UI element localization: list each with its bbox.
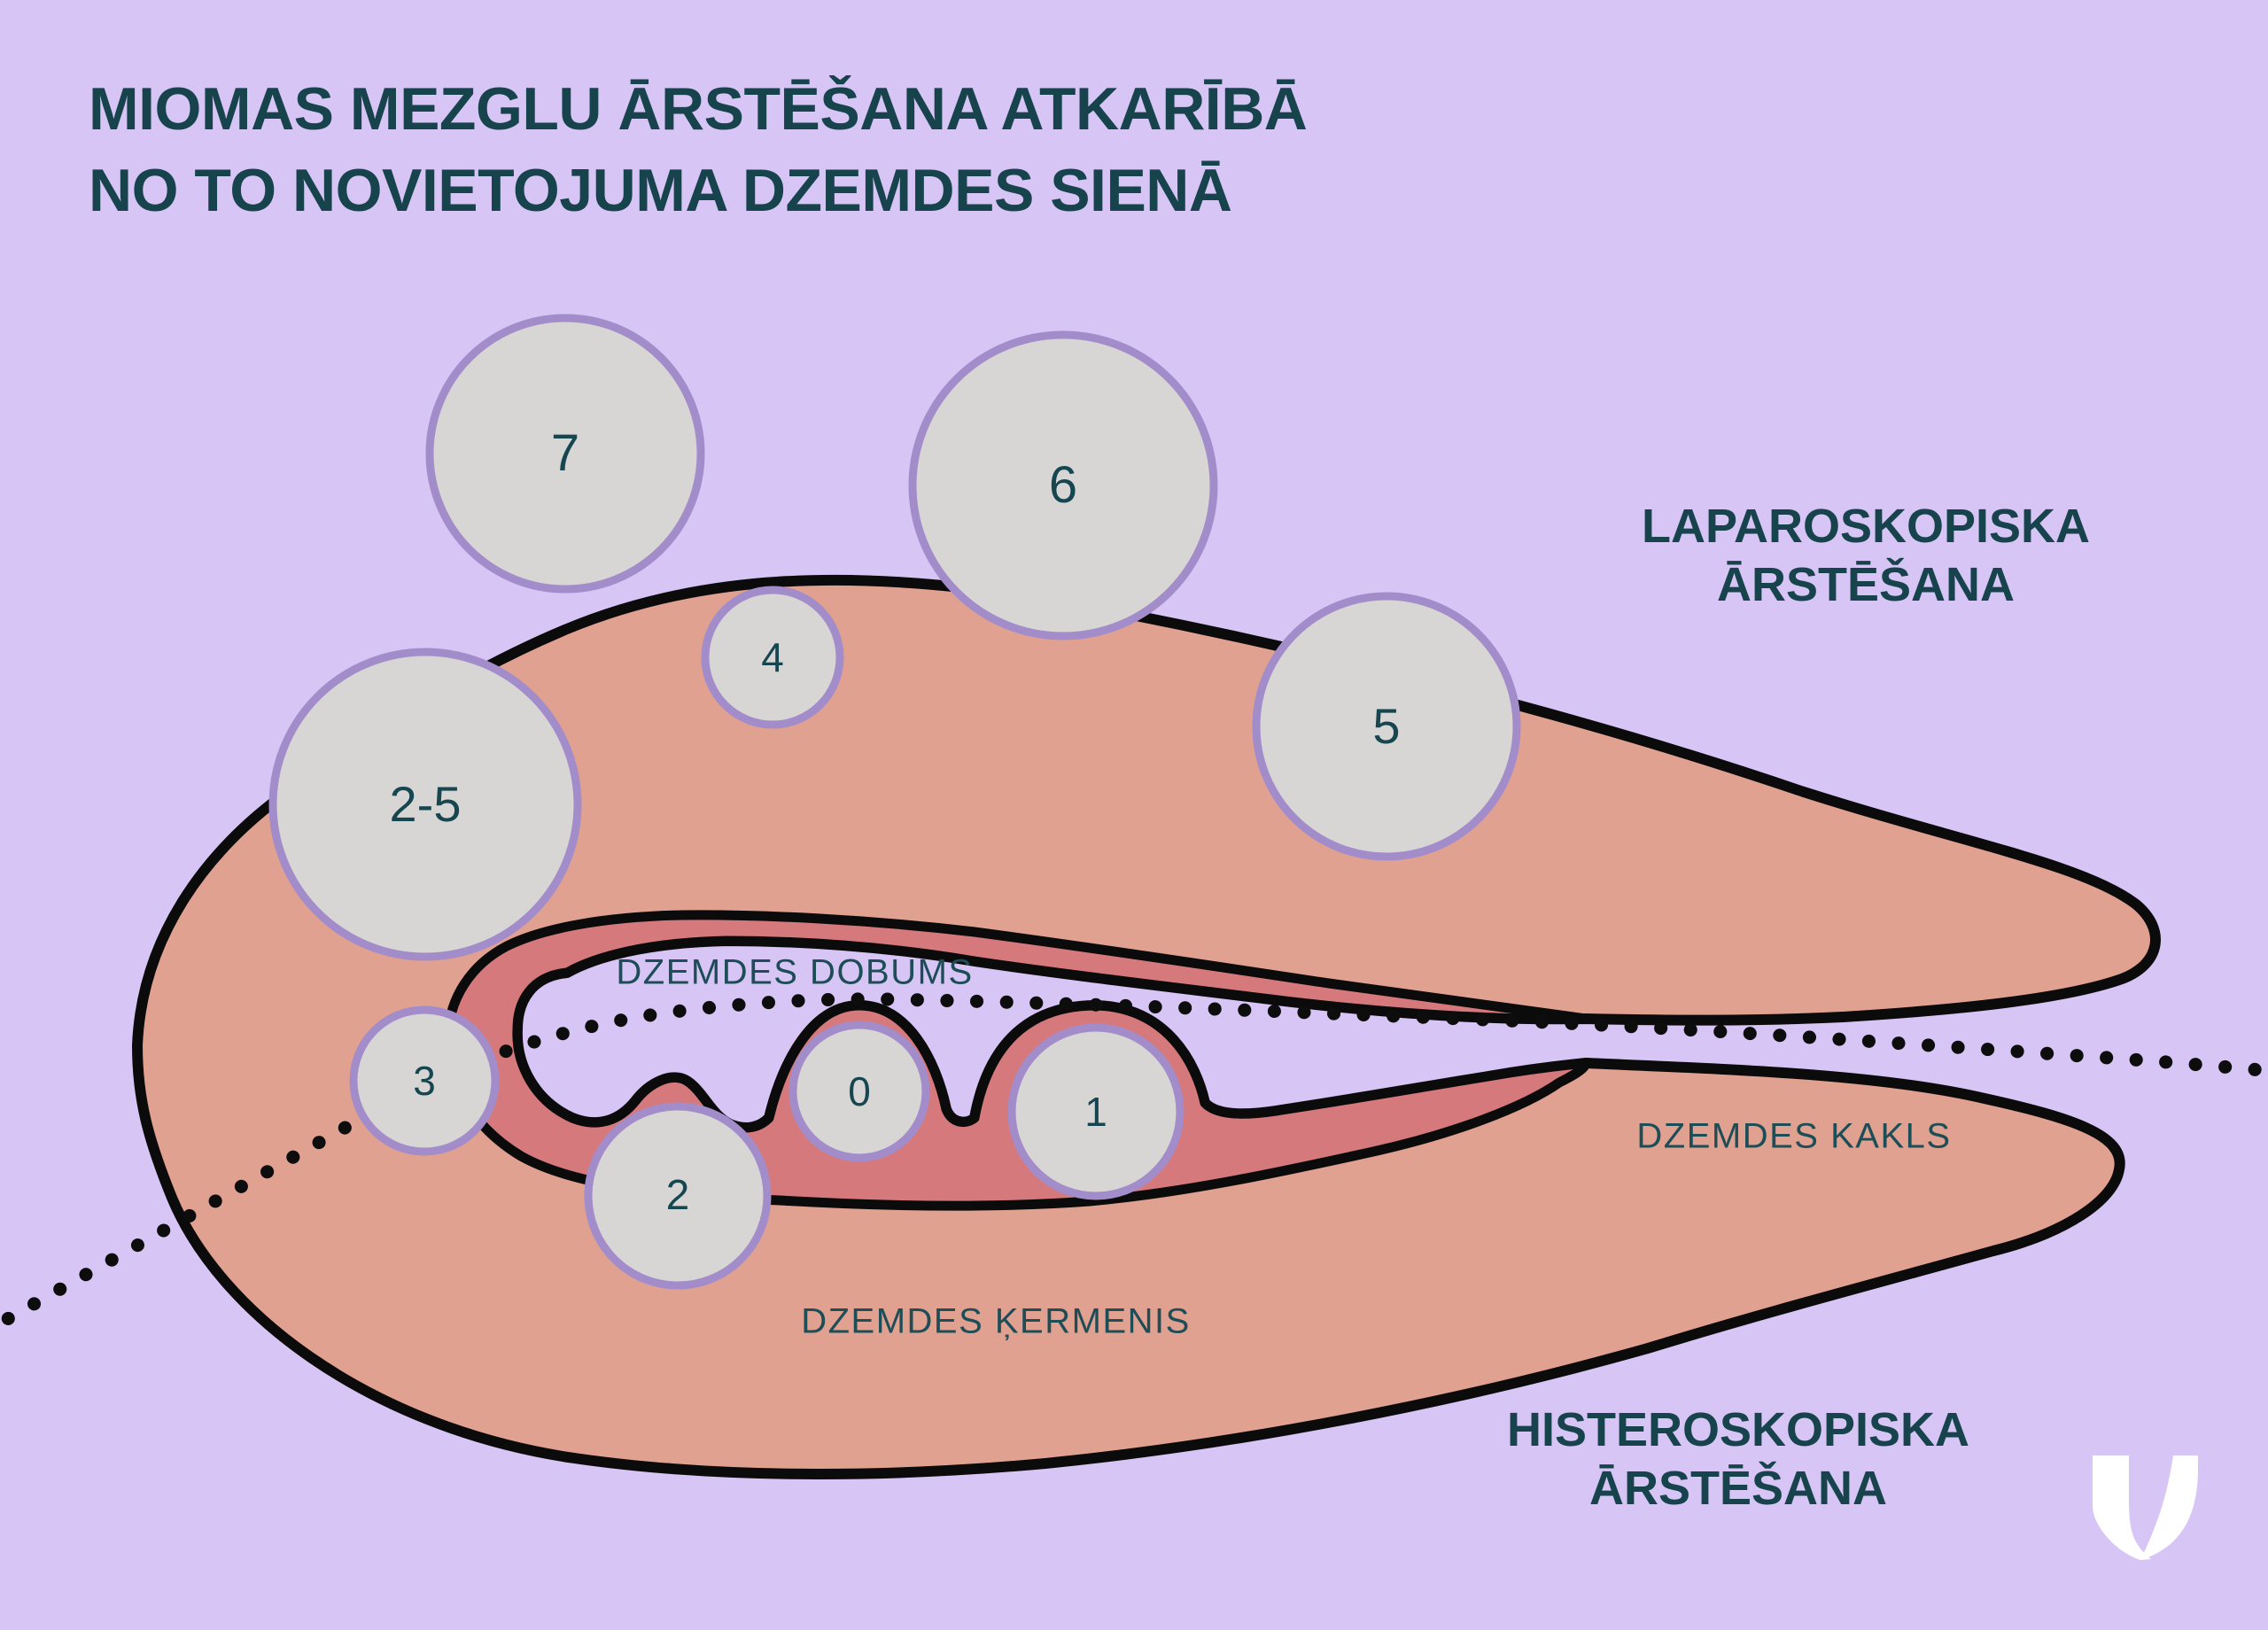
nodule-2-circle [584,1102,772,1290]
hysteroscopic-line2: ĀRSTĒŠANA [1588,1462,1888,1515]
nodule-4-circle [701,586,844,729]
nodule-1-label: 1 [1084,1089,1107,1135]
laparoscopic-line2: ĀRSTĒŠANA [1716,558,2016,611]
nodule-5-circle [1252,592,1521,861]
nodule-0-label: 0 [848,1068,871,1114]
cavity-axis-dotted-line [0,992,2268,1331]
nodule-2-label: 2 [665,1172,690,1219]
nodule-7-label: 7 [550,424,580,482]
v-logo-icon [2093,1455,2198,1560]
page-title-line2: NO TO NOVIETOJUMA DZEMDES SIENĀ [89,156,1232,224]
laparoscopic-treatment-label: LAPAROSKOPISKA ĀRSTĒŠANA [1642,498,2090,615]
page-title: MIOMAS MEZGLU ĀRSTĒŠANA ATKARĪBĀ NO TO N… [89,69,1308,232]
nodule-4-label: 4 [761,634,784,680]
nodule-2-5-circle [268,648,582,961]
hysteroscopic-line1: HISTEROSKOPISKA [1506,1403,1970,1457]
cervix-label: DZEMDES KAKLS [1636,1116,1952,1156]
nodule-3-label: 3 [413,1058,436,1104]
nodule-6-label: 6 [1048,456,1078,514]
nodule-2-5-label: 2-5 [389,776,462,832]
nodule-1-circle [1007,1023,1184,1200]
laparoscopic-line1: LAPAROSKOPISKA [1641,500,2091,554]
hysteroscopic-treatment-label: HISTEROSKOPISKA ĀRSTĒŠANA [1507,1401,1969,1518]
nodule-6-circle [908,330,1218,640]
nodule-3-circle [349,1005,500,1156]
nodule-0-circle [788,1021,930,1162]
page-title-line1: MIOMAS MEZGLU ĀRSTĒŠANA ATKARĪBĀ [89,75,1308,143]
uterine-body-label: DZEMDES ĶERMENIS [801,1301,1191,1341]
uterine-cavity-label: DZEMDES DOBUMS [616,952,974,992]
nodule-5-label: 5 [1372,698,1401,754]
nodule-7-circle [425,314,705,594]
